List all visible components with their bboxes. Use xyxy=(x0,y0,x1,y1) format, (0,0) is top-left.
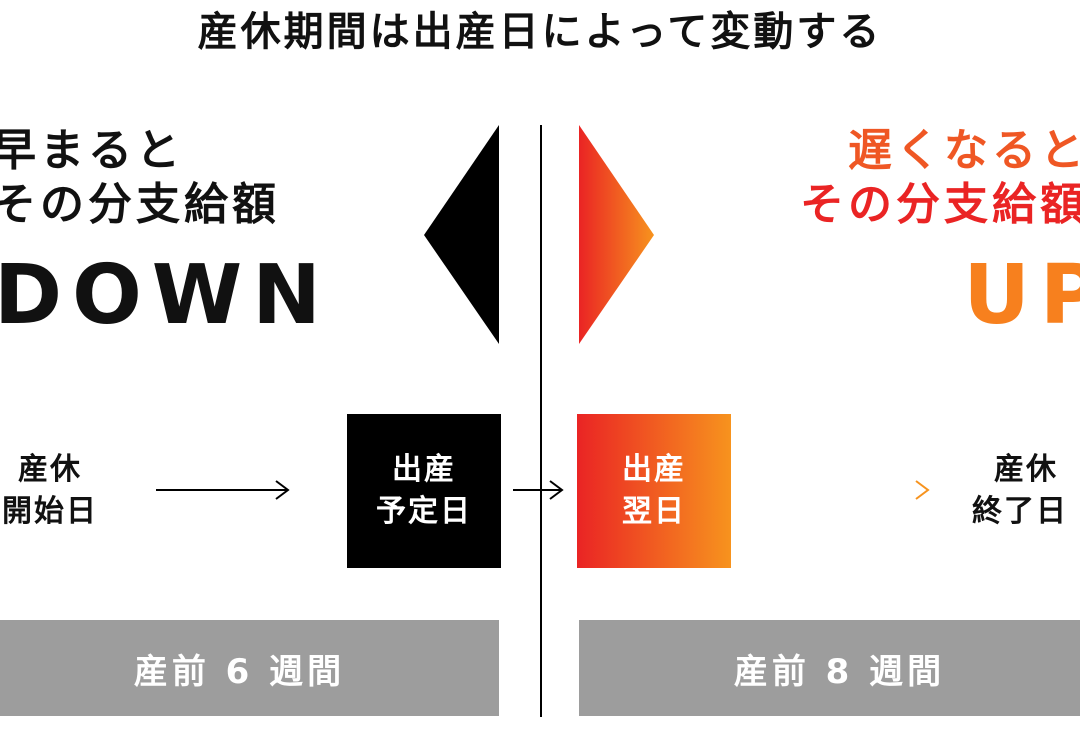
arrow-right-icon xyxy=(796,480,930,500)
page-title: 産休期間は出産日によって変動する xyxy=(197,9,883,55)
end-date-line-1: 産休 xyxy=(994,452,1058,487)
right-heading-line-1: 遅くなると xyxy=(848,125,1080,176)
right-heading-line-2: その分支給額 xyxy=(800,179,1080,230)
next-day-line-2: 翌日 xyxy=(622,494,686,529)
left-heading-line-2: その分支給額 xyxy=(0,179,280,230)
due-date-box: 出産 予定日 xyxy=(347,414,501,568)
down-label: DOWN xyxy=(0,248,331,343)
left-triangle-icon xyxy=(424,125,499,344)
center-divider xyxy=(540,125,542,717)
up-label: UP xyxy=(963,248,1080,343)
prenatal-8-weeks-bar: 産前 8 週間 xyxy=(579,620,1080,716)
end-date-label: 産休 終了日 xyxy=(972,449,1080,533)
start-date-line-2: 開始日 xyxy=(2,494,98,529)
left-heading-line-1: 早まると xyxy=(0,125,184,176)
start-date-label: 産休 開始日 xyxy=(0,449,110,533)
right-heading: 遅くなると その分支給額 xyxy=(800,124,1080,232)
next-day-line-1: 出産 xyxy=(622,452,686,487)
arrow-left-icon xyxy=(156,480,290,500)
arrow-center-icon xyxy=(513,480,564,500)
left-heading: 早まると その分支給額 xyxy=(0,124,280,232)
next-day-box: 出産 翌日 xyxy=(577,414,731,568)
due-date-line-2: 予定日 xyxy=(376,494,472,529)
right-triangle-icon xyxy=(579,125,654,344)
prenatal-6-weeks-bar: 産前 6 週間 xyxy=(0,620,499,716)
start-date-line-1: 産休 xyxy=(18,452,82,487)
end-date-line-2: 終了日 xyxy=(972,494,1068,529)
due-date-line-1: 出産 xyxy=(392,452,456,487)
